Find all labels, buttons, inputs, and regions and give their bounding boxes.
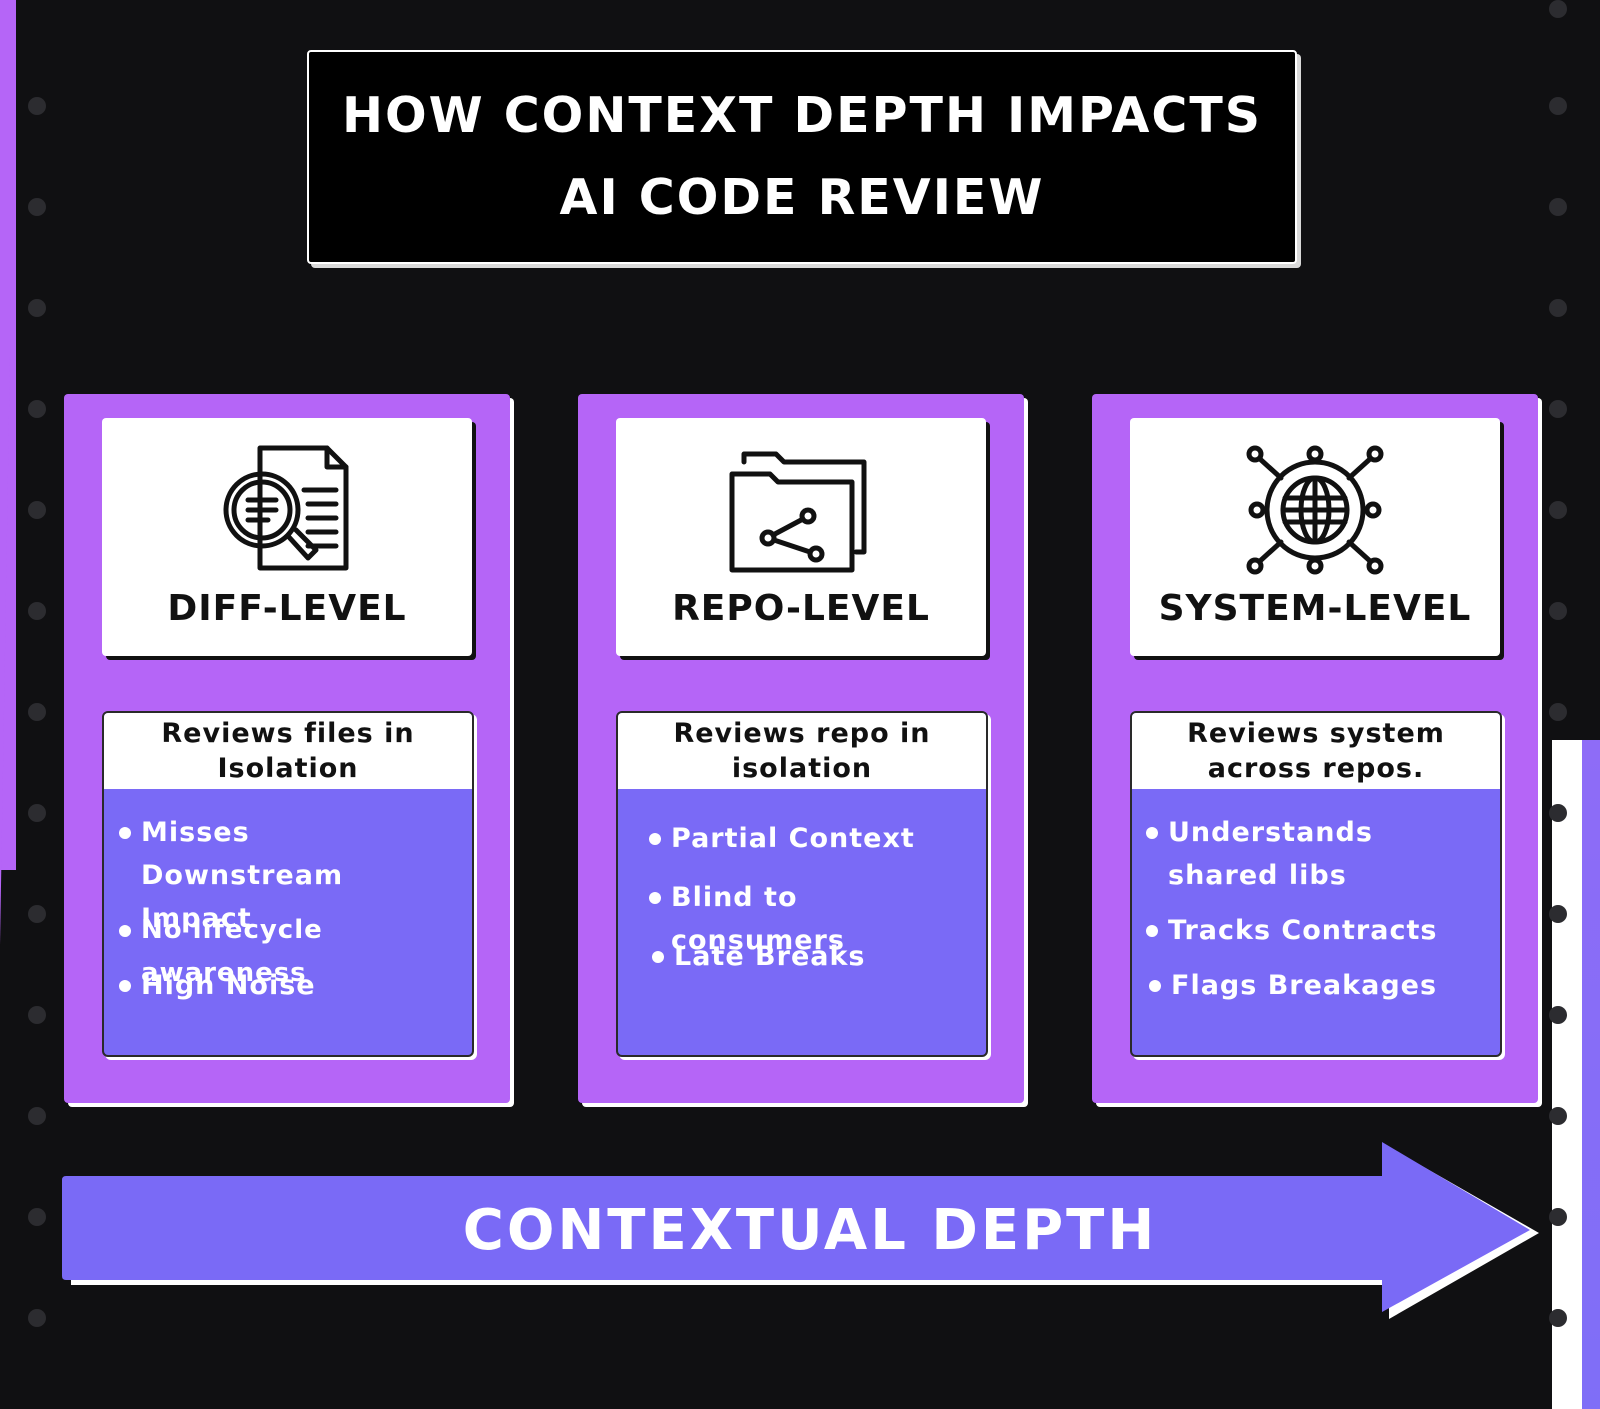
level-details: Reviews repo in isolation Partial Contex… bbox=[616, 711, 988, 1057]
level-details: Reviews system across repos. Understands… bbox=[1130, 711, 1502, 1057]
bullet-item: No lifecycle awareness bbox=[119, 909, 471, 995]
decor-dot bbox=[28, 1309, 46, 1327]
arrow-label: CONTEXTUAL DEPTH bbox=[462, 1198, 1158, 1263]
decor-dot bbox=[1549, 804, 1567, 822]
bullet-item: Understands shared libs bbox=[1146, 811, 1488, 897]
document-magnifier-icon bbox=[223, 445, 349, 571]
level-summary: Reviews repo in isolation bbox=[618, 713, 986, 789]
decor-dot bbox=[1549, 0, 1567, 18]
decor-dot bbox=[1549, 400, 1567, 418]
decor-dot bbox=[28, 1208, 46, 1226]
decor-dot bbox=[28, 703, 46, 721]
level-title: DIFF-LEVEL bbox=[167, 588, 407, 629]
level-card-diff: DIFF-LEVEL Reviews files in Isolation Mi… bbox=[64, 394, 510, 1103]
decor-dot bbox=[28, 299, 46, 317]
decor-dot bbox=[28, 501, 46, 519]
bullet-item: Flags Breakages bbox=[1149, 964, 1491, 1007]
title-line-1: HOW CONTEXT DEPTH IMPACTS bbox=[341, 87, 1263, 144]
bullet-item: Blind to consumers bbox=[649, 876, 981, 962]
decor-dot bbox=[28, 97, 46, 115]
level-summary: Reviews files in Isolation bbox=[104, 713, 472, 789]
shared-folder-icon bbox=[729, 451, 867, 573]
decor-dot bbox=[1549, 198, 1567, 216]
network-globe-icon bbox=[1246, 445, 1384, 575]
arrow-shape bbox=[62, 1142, 1539, 1319]
decor-dot bbox=[1549, 905, 1567, 923]
decor-dot bbox=[1549, 299, 1567, 317]
decor-dot bbox=[1549, 1208, 1567, 1226]
decor-dot bbox=[1549, 97, 1567, 115]
level-card-repo: REPO-LEVEL Reviews repo in isolation Par… bbox=[578, 394, 1024, 1103]
decor-dot bbox=[1549, 703, 1567, 721]
level-header: DIFF-LEVEL bbox=[102, 418, 472, 656]
level-title: SYSTEM-LEVEL bbox=[1158, 588, 1472, 629]
decor-dot bbox=[1549, 1006, 1567, 1024]
level-card-system: SYSTEM-LEVEL Reviews system across repos… bbox=[1092, 394, 1538, 1103]
decor-dot bbox=[28, 905, 46, 923]
level-header: REPO-LEVEL bbox=[616, 418, 986, 656]
decor-dot bbox=[28, 400, 46, 418]
decor-dot bbox=[1549, 501, 1567, 519]
decor-dot bbox=[28, 1107, 46, 1125]
level-header: SYSTEM-LEVEL bbox=[1130, 418, 1500, 656]
contextual-depth-arrow: CONTEXTUAL DEPTH bbox=[60, 1140, 1540, 1320]
title-line-2: AI CODE REVIEW bbox=[559, 169, 1045, 226]
bullet-item: Partial Context bbox=[649, 817, 981, 860]
decor-dot bbox=[1549, 1309, 1567, 1327]
bullet-item: Misses Downstream Impact bbox=[119, 811, 461, 940]
title-banner: HOW CONTEXT DEPTH IMPACTS AI CODE REVIEW bbox=[307, 50, 1297, 264]
bullet-item: Tracks Contracts bbox=[1146, 909, 1488, 952]
decor-dot bbox=[28, 1006, 46, 1024]
right-accent-bar bbox=[1582, 740, 1600, 1409]
decor-dot bbox=[1549, 602, 1567, 620]
level-details: Reviews files in Isolation Misses Downst… bbox=[102, 711, 474, 1057]
decor-dot bbox=[28, 198, 46, 216]
decor-dot bbox=[28, 804, 46, 822]
decor-dot bbox=[1549, 1107, 1567, 1125]
left-accent-taper bbox=[0, 0, 16, 945]
level-title: REPO-LEVEL bbox=[672, 588, 930, 629]
bullet-item: High Noise bbox=[119, 964, 461, 1007]
decor-dot bbox=[28, 602, 46, 620]
level-summary: Reviews system across repos. bbox=[1132, 713, 1500, 789]
bullet-item: Late Breaks bbox=[652, 935, 984, 978]
